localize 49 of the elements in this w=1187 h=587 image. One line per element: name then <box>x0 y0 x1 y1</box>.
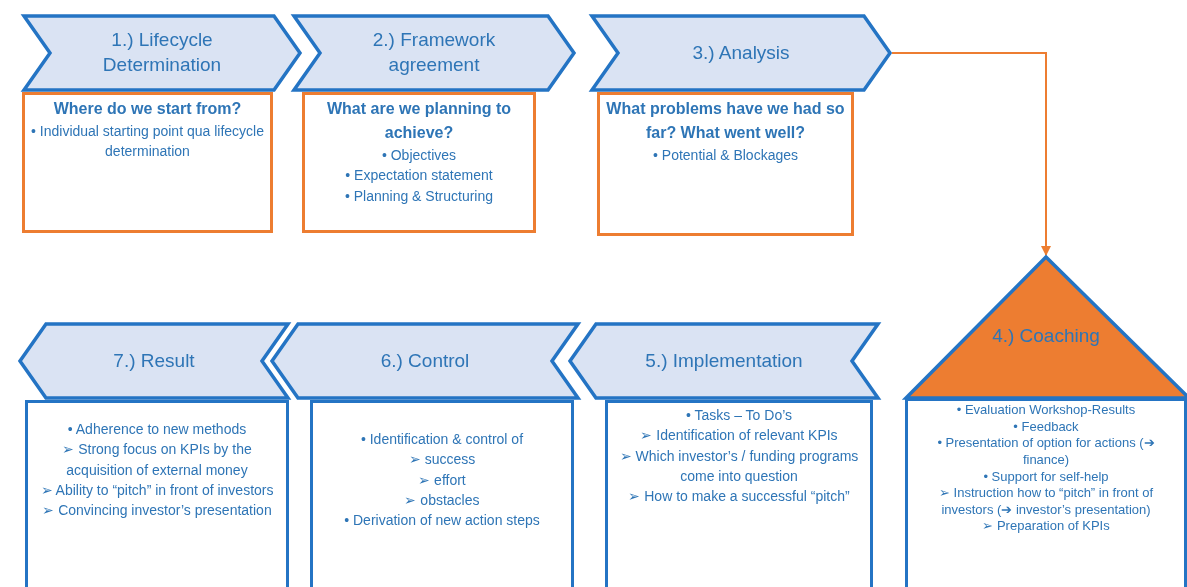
list-item: ➢ Which investor’s / funding programs come into question <box>618 446 860 486</box>
list-item: • Evaluation Workshop-Results <box>955 402 1137 419</box>
content-box <box>310 400 574 587</box>
step-title: 1.) Lifecycle Determination <box>101 28 223 77</box>
step-header <box>590 14 892 92</box>
list-item: • Identification & control of <box>359 430 525 449</box>
list-item: • Expectation statement <box>344 166 494 186</box>
list-item: • Potential & Blockages <box>652 146 799 165</box>
step-triangle <box>905 256 1187 399</box>
list-item: • Support for self-help <box>982 468 1110 486</box>
step-header <box>18 322 290 400</box>
content-box <box>905 398 1187 587</box>
list-item: • Adherence to new methods <box>66 420 248 439</box>
list-item: ➢ effort <box>417 470 467 490</box>
list-item: • Objectives <box>380 146 458 165</box>
list-item: ➢ Preparation of KPIs <box>981 518 1111 535</box>
arrow <box>891 52 1051 256</box>
step-header <box>292 14 576 92</box>
list-item: • Feedback <box>1012 418 1080 436</box>
list-item: • Individual starting point qua lifecycle determination <box>31 122 264 162</box>
list-item: ➢ obstacles <box>403 490 481 510</box>
content-box <box>597 92 854 236</box>
list-item: ➢ Strong focus on KPIs by the acquisition of external money <box>61 440 253 480</box>
list-item: ➢ Instruction how to “pitch” in front of investors (➔ investor’s presentation) <box>937 485 1154 519</box>
step-title: 3.) Analysis <box>691 40 791 65</box>
step-title: 7.) Result <box>112 348 196 373</box>
list-item: • Tasks – To Do’s <box>684 406 794 425</box>
list-item: • Planning & Structuring <box>343 186 495 206</box>
content-box <box>605 400 873 587</box>
step-header <box>22 14 302 92</box>
list-item: ➢ Convincing investor’s presentation <box>41 501 273 521</box>
list-item: ➢ How to make a successful “pitch” <box>627 487 851 507</box>
list-item: ➢ Identification of relevant KPIs <box>639 426 839 446</box>
list-item: • Derivation of new action steps <box>343 511 541 531</box>
step-title: 6.) Control <box>379 348 471 373</box>
step-title: 2.) Framework agreement <box>371 28 497 77</box>
content-box <box>302 92 536 233</box>
box-heading: Where do we start from? <box>52 99 243 119</box>
box-heading: What are we planning to achieve? <box>326 99 512 143</box>
step-header <box>568 322 880 400</box>
step-header <box>270 322 580 400</box>
step-title: 4.) Coaching <box>991 323 1101 348</box>
content-box <box>25 400 289 587</box>
list-item: • Presentation of option for actions (➔ finance) <box>936 435 1156 469</box>
box-heading: What problems have we had so far? What went well? <box>606 99 845 143</box>
list-item: ➢ Ability to “pitch” in front of investors <box>39 480 275 500</box>
content-box <box>22 92 273 233</box>
step-title: 5.) Implementation <box>644 348 804 373</box>
list-item: ➢ success <box>407 450 477 470</box>
